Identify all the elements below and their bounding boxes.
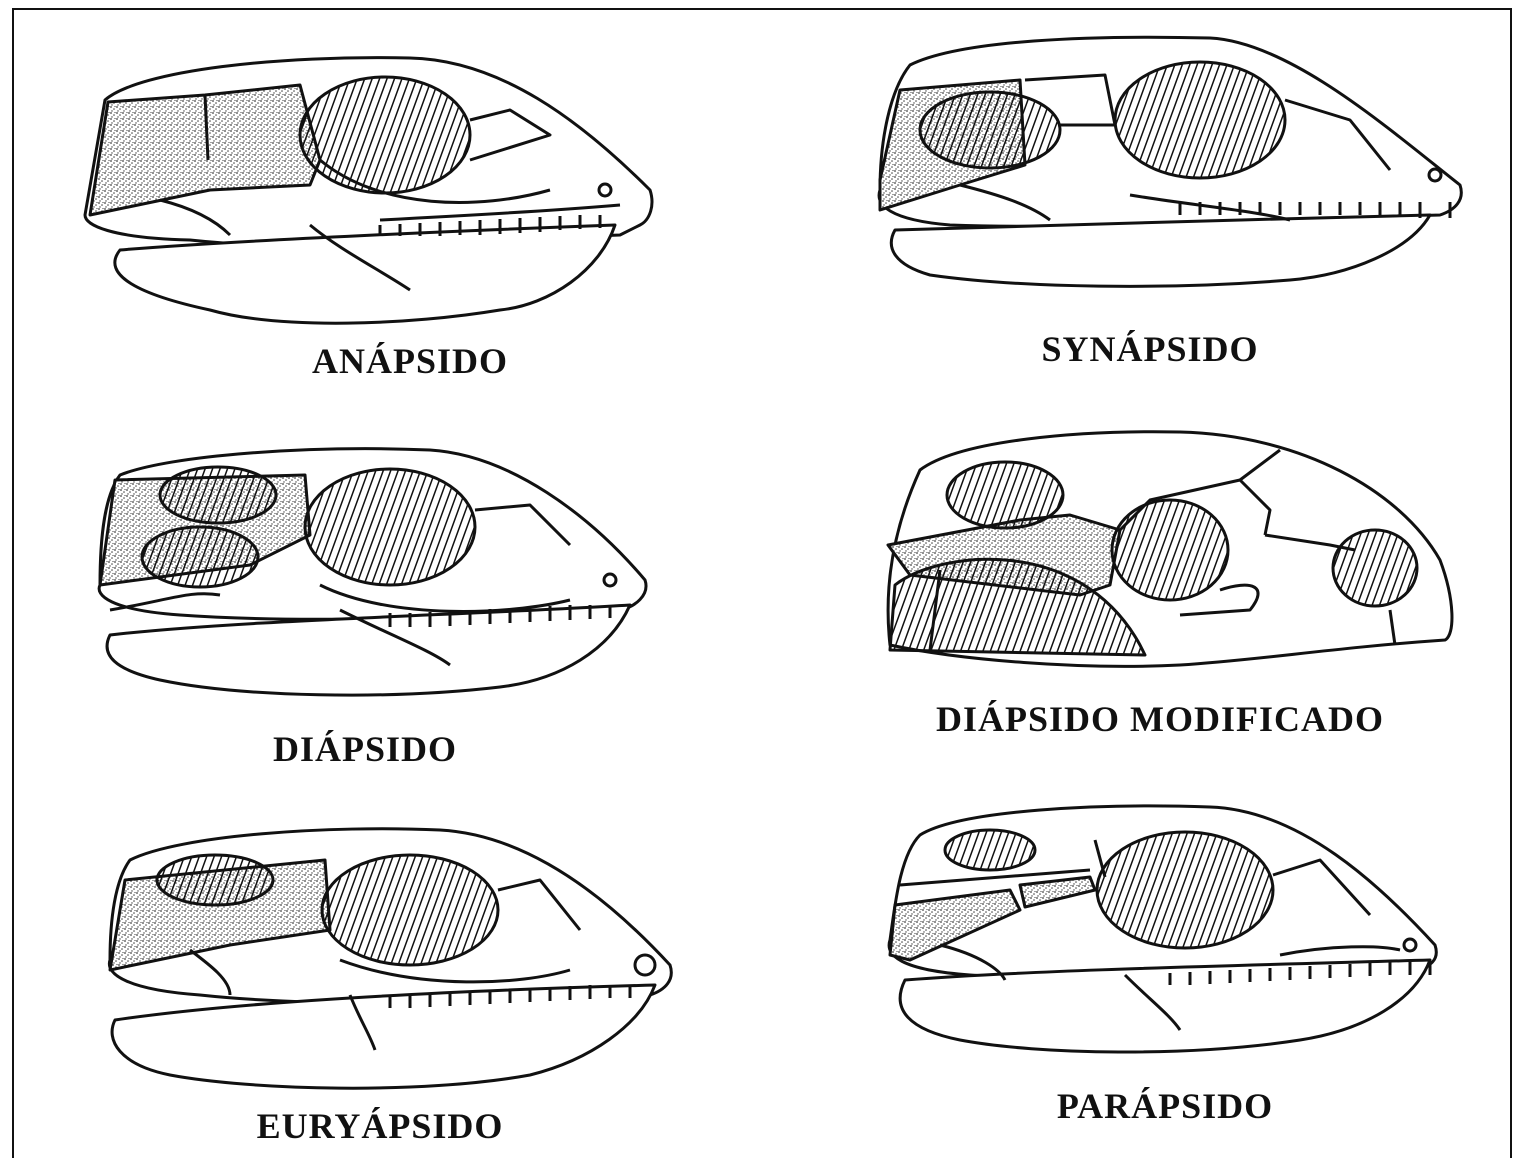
euryapsid-lower-jaw (112, 985, 655, 1088)
caption-synapsid: SYNÁPSIDO (1020, 328, 1280, 370)
euryapsid-nostril (635, 955, 655, 975)
caption-modified-diapsid: DIÁPSIDO MODIFICADO (920, 698, 1400, 740)
diapsid-lower-temporal-opening (142, 527, 258, 587)
caption-anapsid: ANÁPSIDO (290, 340, 530, 382)
parapsid-orbit (1097, 832, 1273, 948)
euryapsid-orbit (322, 855, 498, 965)
skull-panel-modified-diapsid (880, 420, 1460, 680)
synapsid-skull-drawing (870, 20, 1470, 300)
diapsid-orbit (305, 469, 475, 585)
skull-panel-diapsid (90, 435, 660, 715)
euryapsid-temporal-opening (157, 855, 273, 905)
caption-euryapsid: EURYÁPSIDO (235, 1105, 525, 1147)
euryapsid-skull-drawing (100, 820, 680, 1110)
modified-diapsid-orbit (1112, 500, 1228, 600)
skull-panel-anapsid (80, 40, 680, 340)
skull-panel-synapsid (870, 20, 1470, 300)
skull-panel-euryapsid (100, 820, 680, 1110)
modified-diapsid-nostril (1333, 530, 1417, 606)
parapsid-temporal-opening (945, 830, 1035, 870)
diapsid-skull-drawing (90, 435, 660, 715)
synapsid-temporal-opening (920, 92, 1060, 168)
parapsid-nostril (1404, 939, 1416, 951)
diapsid-upper-temporal-opening (160, 467, 276, 523)
modified-diapsid-skull-drawing (880, 420, 1460, 680)
parapsid-skull-drawing (880, 795, 1450, 1075)
modified-diapsid-upper-temporal-opening (947, 462, 1063, 528)
anapsid-skull-drawing (80, 40, 680, 340)
caption-parapsid: PARÁPSIDO (1040, 1085, 1290, 1127)
anapsid-orbit (300, 77, 470, 193)
synapsid-orbit (1115, 62, 1285, 178)
anapsid-nostril (599, 184, 611, 196)
synapsid-nostril (1429, 169, 1441, 181)
diapsid-nostril (604, 574, 616, 586)
diapsid-lower-jaw (107, 605, 630, 695)
caption-diapsid: DIÁPSIDO (250, 728, 480, 770)
skull-panel-parapsid (880, 795, 1450, 1075)
